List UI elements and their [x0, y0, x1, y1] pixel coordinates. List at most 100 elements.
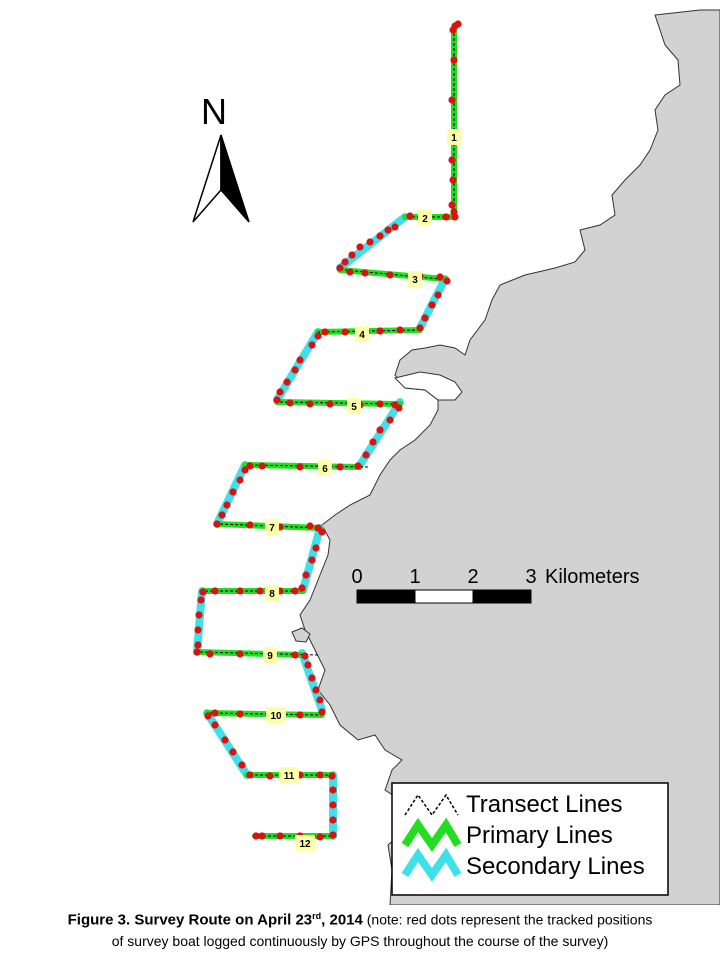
gps-dot [312, 686, 320, 694]
gps-dot [291, 366, 299, 374]
legend: Transect Lines Primary Lines Secondary L… [391, 782, 669, 896]
transect-label-4: 4 [355, 326, 369, 342]
gps-dot [258, 832, 266, 840]
gps-dot [229, 488, 237, 496]
gps-dot [454, 20, 462, 28]
transect-label-text: 12 [299, 839, 311, 850]
transect-label-6: 6 [318, 460, 332, 476]
transect-label-text: 11 [284, 771, 295, 782]
gps-dot [223, 501, 231, 509]
gps-dot [306, 400, 314, 408]
north-label: N [201, 91, 227, 132]
scale-tick-2: 2 [467, 566, 478, 588]
transect-label-12: 12 [295, 835, 315, 851]
figure-caption: Figure 3. Survey Route on April 23rd, 20… [0, 906, 720, 951]
legend-transect-symbol [404, 793, 459, 817]
caption-line-2: of survey boat logged continuously by GP… [111, 932, 609, 949]
transect-label-text: 8 [269, 589, 275, 600]
scale-tick-3: 3 [525, 566, 536, 588]
gps-dot [434, 291, 442, 299]
north-arrow: N [192, 91, 250, 223]
scale-bar: 0 1 2 3 Kilometers [351, 566, 639, 604]
transect-label-text: 4 [359, 330, 365, 341]
caption-title: Figure 3. Survey Route on April 23 [67, 911, 313, 929]
gps-dot [362, 451, 370, 459]
gps-dot [329, 816, 337, 824]
transect-label-box [265, 585, 279, 601]
legend-transect-label: Transect Lines [466, 791, 623, 818]
transect-label-box [318, 460, 332, 476]
gps-dot [197, 596, 205, 604]
gps-dot [266, 772, 274, 780]
gps-dot [341, 328, 349, 336]
gps-dot [421, 314, 429, 322]
transect-label-box [347, 398, 361, 414]
transect-label-box [263, 647, 277, 663]
gps-dot [304, 661, 312, 669]
gps-dot [329, 786, 337, 794]
gps-dot [211, 721, 219, 729]
gps-dot [314, 332, 322, 340]
gps-dot [318, 528, 326, 536]
transect-label-5: 5 [347, 398, 361, 414]
gps-dot [286, 399, 294, 407]
gps-dot [283, 378, 291, 386]
gps-dot [366, 238, 374, 246]
gps-dot [308, 556, 316, 564]
legend-primary-symbol [401, 817, 462, 852]
gps-dot [448, 201, 456, 209]
gps-dot [236, 710, 244, 718]
caption-line-1: Figure 3. Survey Route on April 23rd, 20… [0, 906, 720, 931]
gps-dot [448, 96, 456, 104]
transect-label-2: 2 [418, 210, 432, 226]
gps-dot [451, 213, 459, 221]
gps-dots [193, 20, 462, 841]
gps-dot [329, 831, 337, 839]
gps-dot [336, 264, 344, 272]
gps-dot [241, 466, 249, 474]
transect-label-text: 1 [451, 133, 457, 144]
gps-dot [291, 651, 299, 659]
caption-title-end: , 2014 [321, 911, 363, 929]
gps-dot [221, 736, 229, 744]
gps-dot [194, 641, 202, 649]
gps-dot [291, 587, 299, 595]
scale-seg-3 [472, 589, 532, 604]
gps-dot [326, 400, 334, 408]
caption-title-sup: rd [312, 911, 322, 921]
transect-label-box [266, 707, 286, 723]
gps-dot [211, 587, 219, 595]
gps-dot [194, 626, 202, 634]
caption-note-1: (note: red dots represent the tracked po… [362, 911, 653, 928]
gps-dot [211, 709, 219, 717]
gps-dot [276, 832, 284, 840]
gps-dot [195, 611, 203, 619]
scale-seg-2 [414, 589, 474, 604]
transect-label-box [355, 326, 369, 342]
gps-dot [376, 400, 384, 408]
gps-dot [316, 833, 324, 841]
gps-dot [199, 588, 207, 596]
transect-label-1: 1 [447, 129, 461, 145]
gps-dot [346, 268, 354, 276]
gps-dot [369, 438, 377, 446]
gps-dot [376, 232, 384, 240]
transect-label-text: 5 [351, 402, 357, 413]
gps-dot [449, 176, 457, 184]
north-arrow-left [192, 134, 222, 223]
transect-label-box [408, 271, 422, 287]
gps-dot [236, 476, 244, 484]
legend-primary-label: Primary Lines [466, 822, 613, 849]
gps-dot [246, 771, 254, 779]
gps-dot [316, 696, 324, 704]
gps-dot [318, 708, 326, 716]
gps-dot [449, 26, 457, 34]
scale-units: Kilometers [545, 566, 639, 588]
transect-label-11: 11 [279, 767, 299, 783]
gps-dot [391, 223, 399, 231]
gps-dot [296, 711, 304, 719]
gps-dot [361, 269, 369, 277]
gps-dot [256, 587, 264, 595]
transect-label-box [295, 835, 315, 851]
